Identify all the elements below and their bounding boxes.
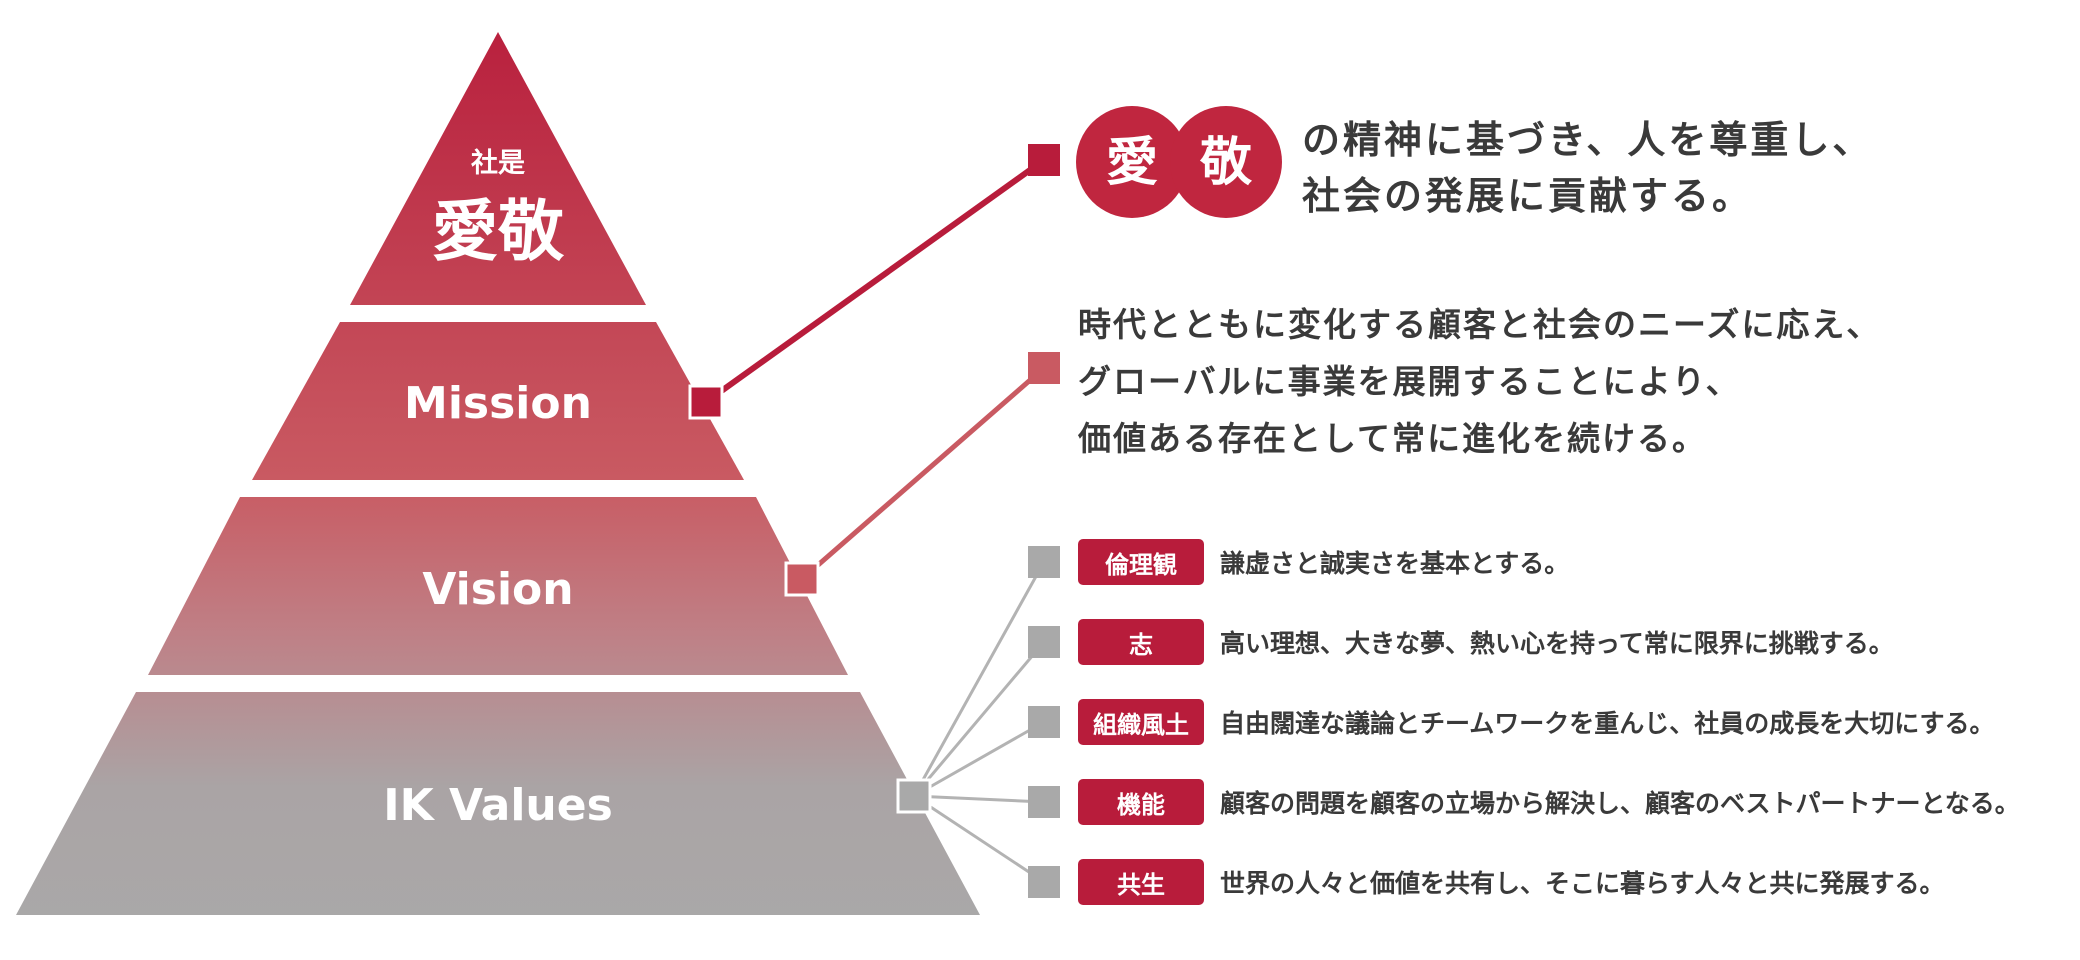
motto-circle-ai bbox=[1076, 106, 1188, 218]
value-row-function: 機能 顧客の問題を顧客の立場から解決し、顧客のベストパートナーとなる。 bbox=[1078, 779, 2020, 825]
motto-char-kei: 敬 bbox=[1199, 133, 1253, 193]
motto-char-ai: 愛 bbox=[1106, 133, 1158, 193]
mission-connector-node bbox=[688, 384, 724, 420]
value-tag: 共生 bbox=[1078, 859, 1204, 905]
value-description: 顧客の問題を顧客の立場から解決し、顧客のベストパートナーとなる。 bbox=[1220, 789, 2020, 818]
motto-circle-kei bbox=[1170, 106, 1282, 218]
value-row-aspiration: 志 高い理想、大きな夢、熱い心を持って常に限界に挑戦する。 bbox=[1078, 619, 1894, 665]
value-row-culture: 組織風土 自由闊達な議論とチームワークを重んじ、社員の成長を大切にする。 bbox=[1078, 699, 1995, 745]
vision-label: Vision bbox=[422, 564, 573, 615]
mission-statement: 時代とともに変化する顧客と社会のニーズに応え、 グローバルに事業を展開することに… bbox=[1078, 296, 1881, 467]
values-label: IK Values bbox=[383, 780, 613, 831]
pyramid-tier-values bbox=[16, 692, 980, 915]
motto-label: 愛敬 bbox=[432, 193, 565, 270]
value-description: 世界の人々と価値を共有し、そこに暮らす人々と共に発展する。 bbox=[1220, 869, 1945, 898]
pyramid-tier-mission bbox=[252, 322, 744, 480]
value-row-ethics: 倫理観 謙虚さと誠実さを基本とする。 bbox=[1078, 539, 1569, 585]
values-connector-node bbox=[896, 778, 932, 814]
mission-line-3: 価値ある存在として常に進化を続ける。 bbox=[1078, 419, 1708, 458]
value-description: 高い理想、大きな夢、熱い心を持って常に限界に挑戦する。 bbox=[1220, 629, 1894, 658]
mission-connector-line bbox=[704, 157, 1046, 405]
motto-line-2: 社会の発展に貢献する。 bbox=[1302, 174, 1754, 218]
value-node-2 bbox=[1028, 626, 1060, 658]
vision-connector-node bbox=[784, 561, 820, 597]
motto-connector-node bbox=[1028, 144, 1060, 176]
value-node-5 bbox=[1028, 866, 1060, 898]
values-connector-lines bbox=[912, 561, 1046, 884]
value-tag: 機能 bbox=[1078, 779, 1204, 825]
pyramid-tier-motto bbox=[350, 32, 646, 305]
value-tag: 組織風土 bbox=[1078, 699, 1204, 745]
mission-line-1: 時代とともに変化する顧客と社会のニーズに応え、 bbox=[1078, 305, 1882, 344]
value-tag: 倫理観 bbox=[1078, 539, 1204, 585]
pyramid-tier-vision bbox=[148, 497, 848, 675]
motto-caption: 社是 bbox=[471, 147, 525, 179]
value-description: 自由闊達な議論とチームワークを重んじ、社員の成長を大切にする。 bbox=[1220, 709, 1995, 738]
value-node-1 bbox=[1028, 546, 1060, 578]
vision-connector-line bbox=[800, 366, 1046, 581]
mission-statement-node bbox=[1028, 352, 1060, 384]
motto-line-1: の精神に基づき、人を尊重し、 bbox=[1302, 118, 1874, 162]
motto-statement: の精神に基づき、人を尊重し、 社会の発展に貢献する。 bbox=[1302, 112, 1873, 224]
value-row-coexistence: 共生 世界の人々と価値を共有し、そこに暮らす人々と共に発展する。 bbox=[1078, 859, 1945, 905]
value-node-4 bbox=[1028, 786, 1060, 818]
mission-line-2: グローバルに事業を展開することにより、 bbox=[1078, 362, 1741, 401]
value-description: 謙虚さと誠実さを基本とする。 bbox=[1220, 549, 1570, 578]
mission-label: Mission bbox=[404, 378, 592, 429]
value-tag: 志 bbox=[1078, 619, 1204, 665]
value-node-3 bbox=[1028, 706, 1060, 738]
